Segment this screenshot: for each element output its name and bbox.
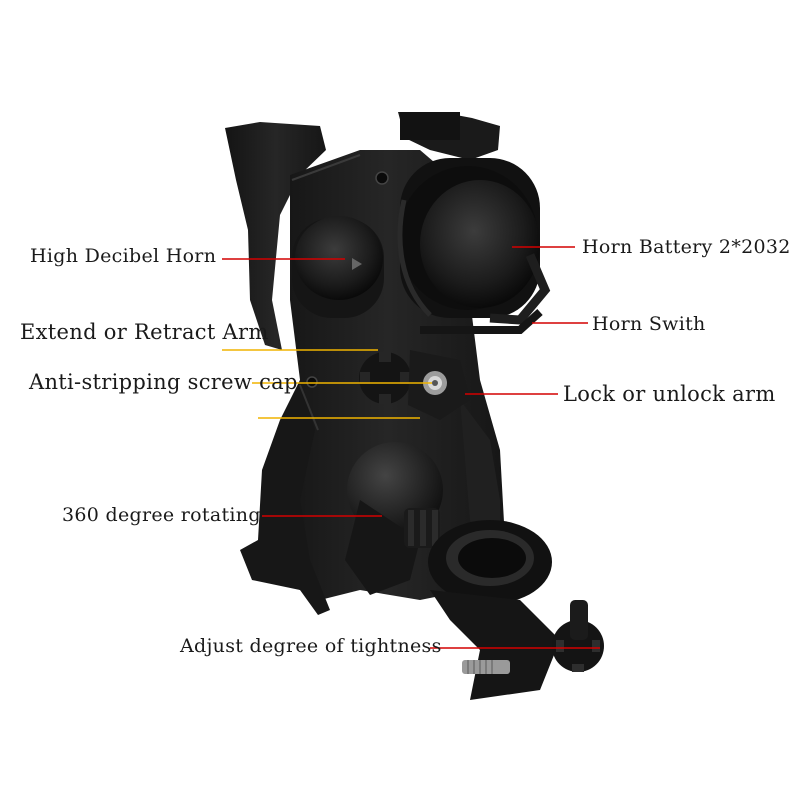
leader-lines [222, 246, 600, 649]
label-horn-switch: Horn Swith [592, 313, 706, 335]
label-high-decibel-horn: High Decibel Horn [30, 245, 217, 267]
label-lock-unlock-arm: Lock or unlock arm [563, 382, 776, 406]
label-360-rotating: 360 degree rotating [62, 504, 261, 526]
mount-assembly [345, 442, 604, 700]
label-adjust-tightness: Adjust degree of tightness [180, 635, 442, 657]
label-horn-battery: Horn Battery 2*2032 [582, 236, 791, 258]
battery-unit [397, 158, 551, 334]
horn-unit [292, 216, 384, 318]
label-extend-retract-arm: Extend or Retract Arm [20, 320, 269, 344]
label-anti-stripping-cap: Anti-stripping screw cap [29, 370, 298, 394]
knob-assembly [359, 350, 470, 420]
